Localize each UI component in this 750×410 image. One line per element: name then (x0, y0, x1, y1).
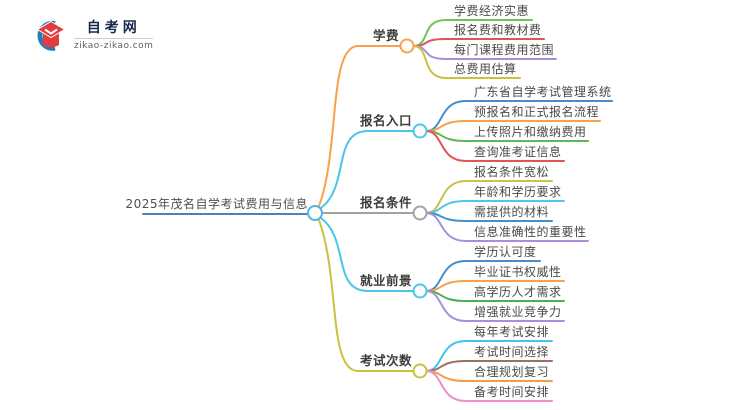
leaf-topic: 高学历人才需求 (474, 285, 562, 299)
connector-branch-career (320, 217, 415, 292)
leaf-topic: 总费用估算 (454, 62, 517, 76)
branch-label-examtimes: 考试次数 (359, 353, 412, 368)
logo-divider (74, 37, 154, 39)
leaf-topic: 备考时间安排 (474, 385, 550, 399)
branch-node-circle-career (412, 283, 428, 299)
connector-branch-examtimes (318, 219, 415, 372)
branch-node-circle-entry (412, 123, 428, 139)
root-node-circle (307, 205, 323, 221)
leaf-topic: 增强就业竞争力 (474, 305, 562, 319)
leaf-topic: 上传照片和缴纳费用 (474, 125, 587, 139)
branch-label-career: 就业前景 (359, 273, 412, 288)
branch-label-entry: 报名入口 (359, 113, 412, 128)
leaf-topic: 预报名和正式报名流程 (474, 105, 600, 119)
leaf-topic: 报名条件宽松 (474, 165, 550, 179)
leaf-topic: 信息准确性的重要性 (474, 225, 587, 239)
leaf-topic: 需提供的材料 (474, 205, 550, 219)
site-logo: 自考网 zikao-zikao.com (30, 17, 154, 53)
site-name: 自考网 (86, 19, 141, 36)
graduation-cap-icon (36, 20, 66, 51)
branch-node-circle-tuition (399, 38, 415, 54)
connector-leaf (425, 130, 565, 162)
site-domain: zikao-zikao.com (74, 40, 154, 51)
branch-node-circle-examtimes (412, 363, 428, 379)
root-topic: 2025年茂名自学考试费用与信息 (125, 197, 308, 211)
leaf-topic: 学费经济实惠 (454, 4, 530, 18)
leaf-topic: 每年考试安排 (474, 325, 550, 339)
logo-text-block: 自考网 zikao-zikao.com (74, 19, 154, 51)
connector-branch-tuition (318, 45, 402, 207)
connector-leaf (425, 290, 565, 322)
leaf-topic: 学历认可度 (474, 245, 537, 259)
leaf-topic: 每门课程费用范围 (454, 43, 555, 57)
leaf-topic: 广东省自学考试管理系统 (474, 85, 612, 99)
connector-leaf (412, 45, 521, 79)
leaf-topic: 合理规划复习 (474, 365, 550, 379)
branch-label-conditions: 报名条件 (359, 195, 412, 210)
connector-leaf (425, 370, 553, 402)
connector-branch-entry (320, 130, 415, 209)
leaf-topic: 报名费和教材费 (454, 23, 542, 37)
leaf-topic: 查询准考证信息 (474, 145, 562, 159)
connector-leaf (425, 212, 589, 242)
branch-label-tuition: 学费 (372, 28, 399, 43)
leaf-topic: 年龄和学历要求 (474, 185, 562, 199)
branch-node-circle-conditions (412, 205, 428, 221)
leaf-topic: 考试时间选择 (474, 345, 550, 359)
leaf-topic: 毕业证书权威性 (474, 265, 562, 279)
